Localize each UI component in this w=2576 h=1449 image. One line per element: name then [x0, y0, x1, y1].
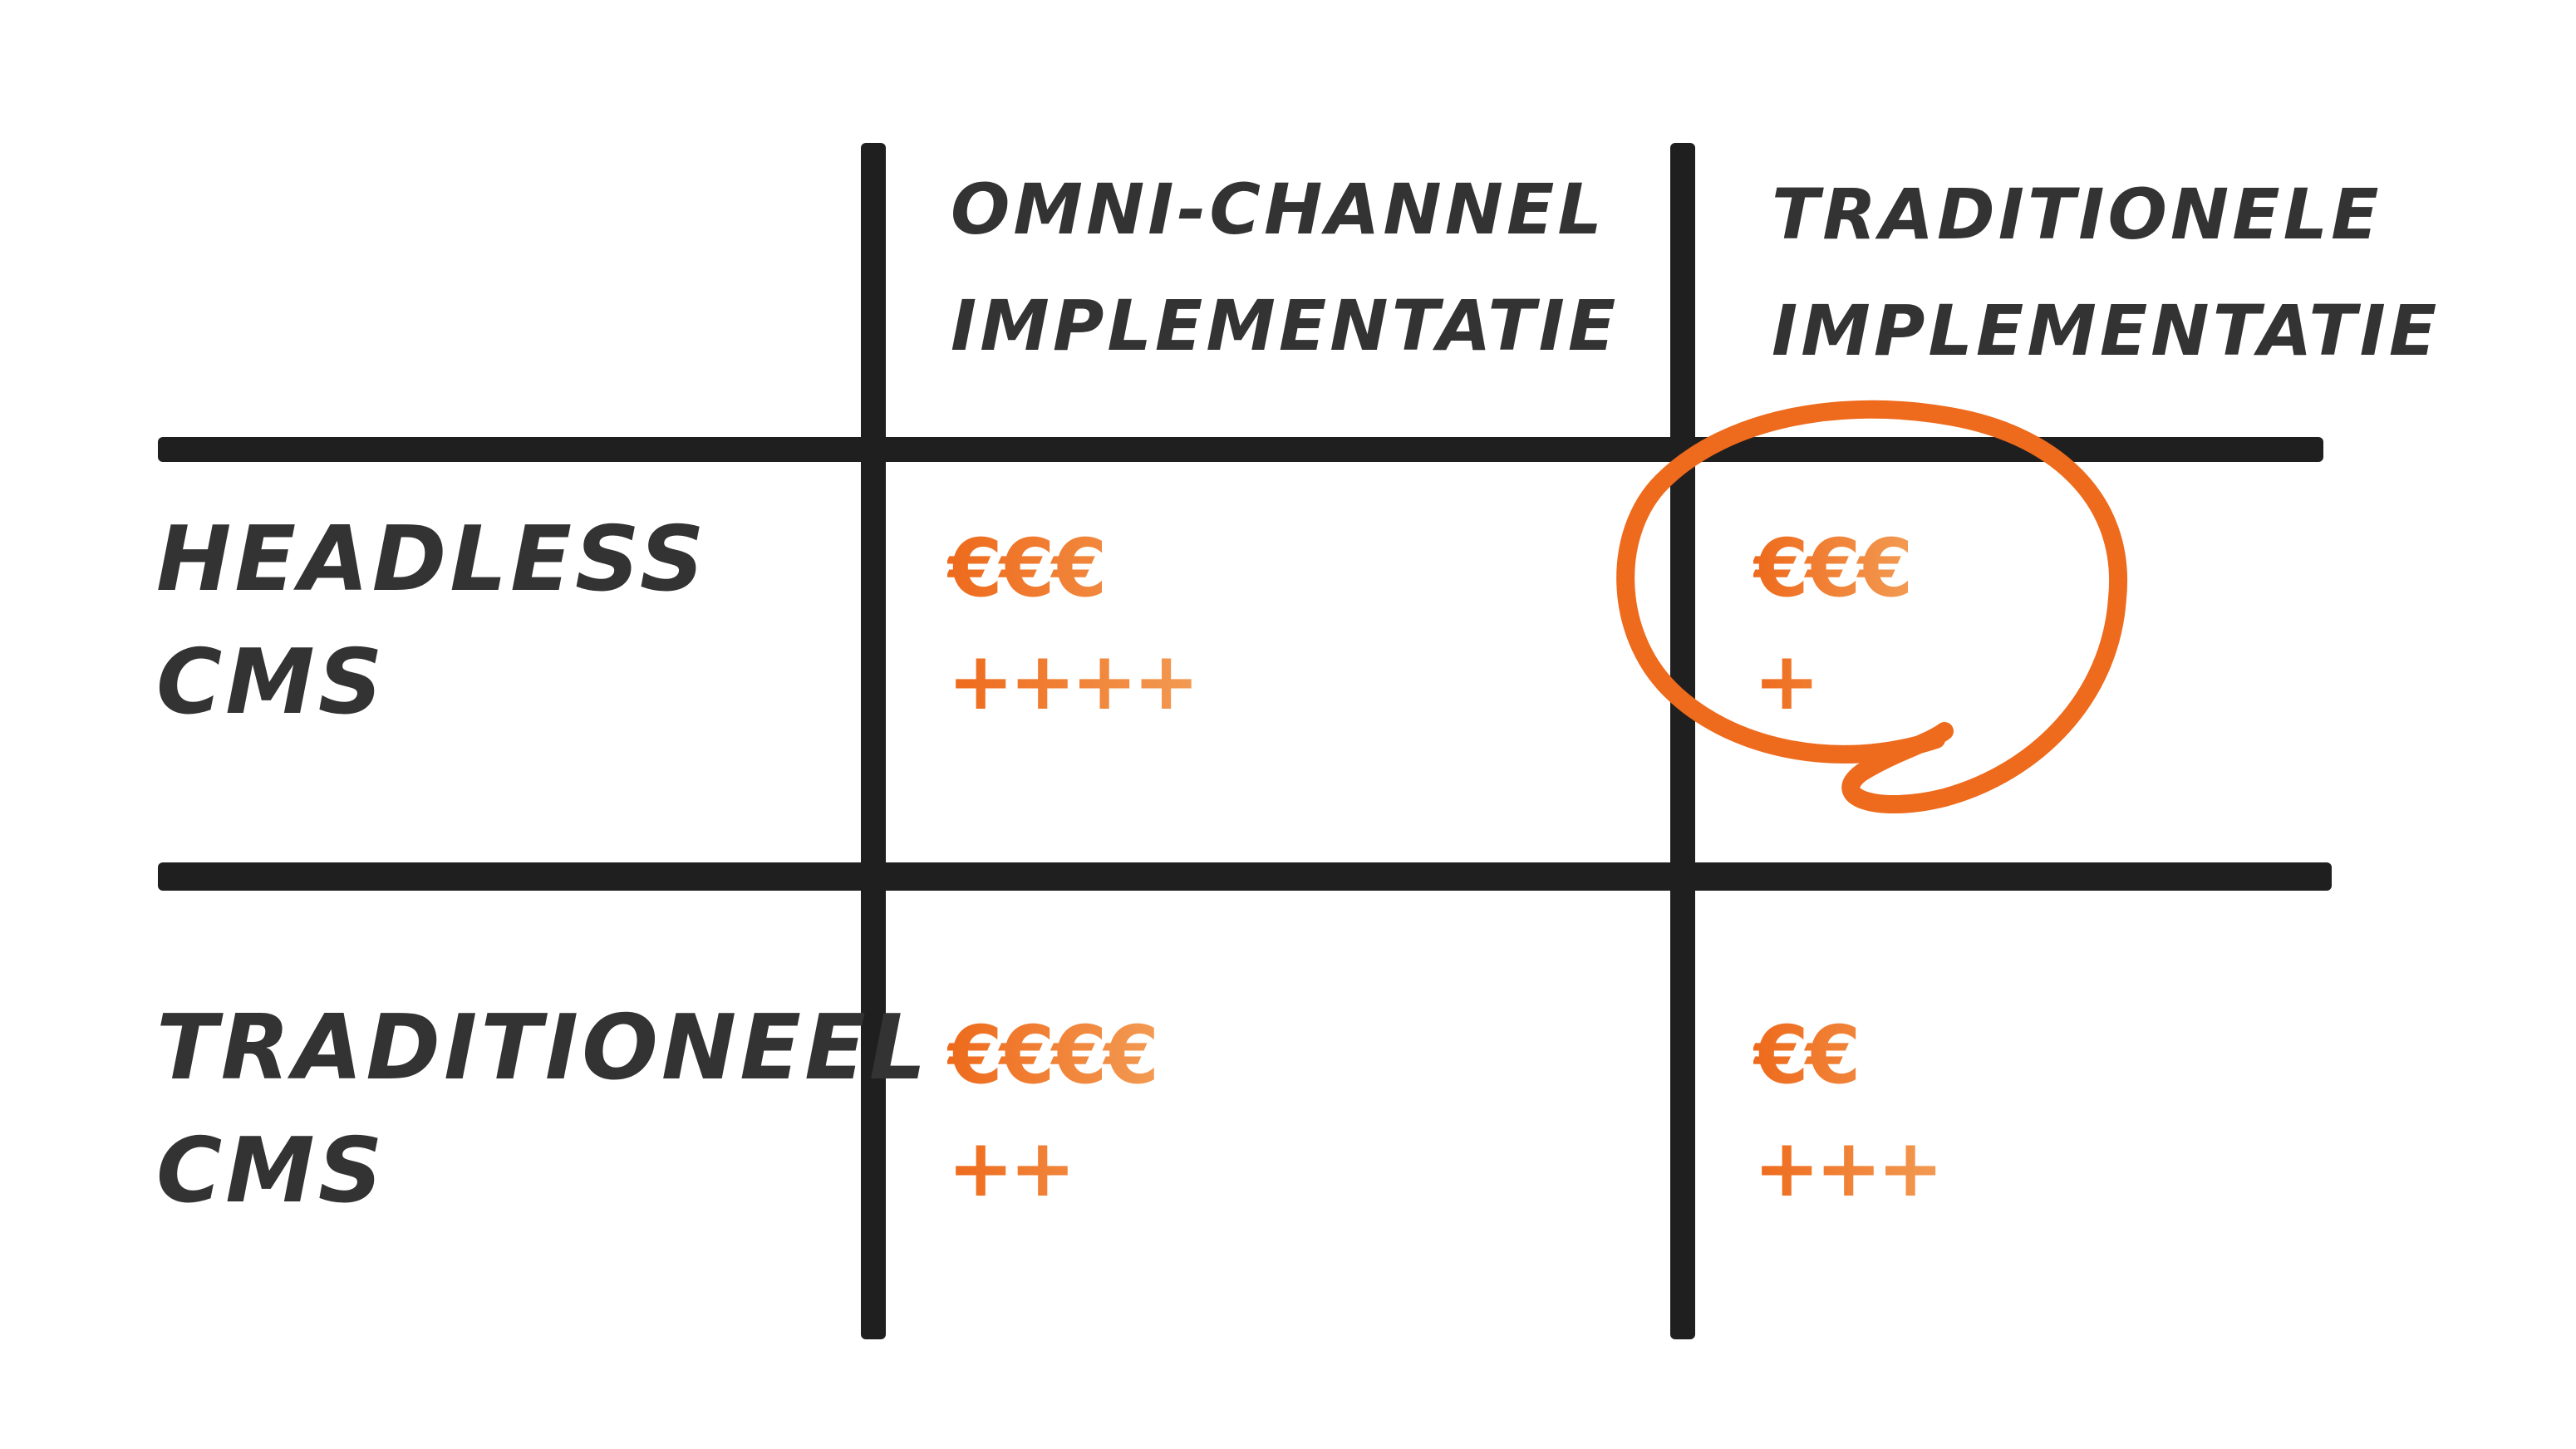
- cell-headless-traditionele: €€€ +: [1753, 522, 1913, 721]
- column-header-line1: Omni-Channel: [951, 169, 1605, 250]
- vertical-divider-left: [861, 143, 886, 1339]
- column-header-line2: implementatie: [951, 285, 1620, 366]
- row-header-traditioneel-cms: Traditioneel CMS: [156, 1004, 930, 1216]
- cell-headless-omni: €€€ ++++: [947, 528, 1200, 728]
- cost-rating: €€€: [1753, 522, 1913, 615]
- column-header-traditionele: Traditionele implementatie: [1772, 179, 2440, 366]
- horizontal-divider-bottom: [158, 862, 2332, 891]
- benefit-rating: +++: [1753, 1122, 1944, 1215]
- cost-rating: €€€: [947, 528, 1195, 608]
- row-header-line2: CMS: [156, 1119, 386, 1223]
- benefit-rating: ++: [947, 1128, 1156, 1208]
- benefit-rating: +: [1753, 641, 1910, 721]
- cell-traditioneel-omni: €€€€ ++: [947, 1009, 1159, 1208]
- row-header-line1: Traditioneel: [156, 996, 930, 1100]
- row-header-line2: CMS: [156, 631, 386, 734]
- row-header-headless-cms: Headless CMS: [156, 515, 708, 728]
- row-header-line1: Headless: [156, 508, 708, 612]
- cost-rating: €€€€: [947, 1009, 1159, 1102]
- column-header-omni-channel: Omni-Channel implementatie: [951, 174, 1619, 361]
- horizontal-divider-top: [158, 437, 2323, 462]
- column-header-line1: Traditionele: [1772, 174, 2382, 255]
- vertical-divider-right: [1670, 143, 1695, 1339]
- cost-rating: €€: [1753, 1015, 1939, 1095]
- benefit-rating: ++++: [947, 635, 1200, 728]
- column-header-line2: implementatie: [1772, 290, 2441, 371]
- cell-traditioneel-traditionele: €€ +++: [1753, 1015, 1944, 1215]
